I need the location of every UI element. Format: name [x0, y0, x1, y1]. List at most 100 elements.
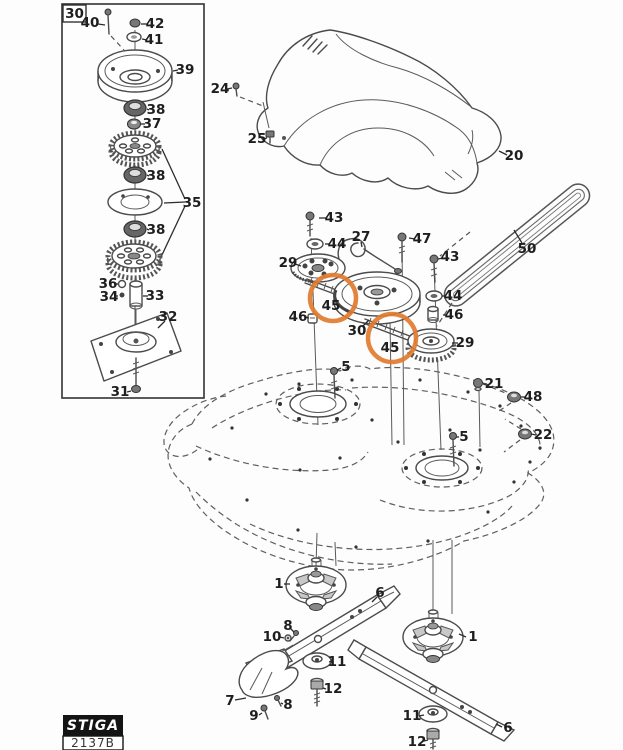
part-label-38: 38	[147, 102, 166, 118]
clip-46-left	[307, 313, 318, 324]
part-label-21: 21	[485, 376, 504, 392]
part-label-44: 44	[328, 236, 347, 252]
leader-line-43	[437, 257, 444, 260]
mount-plate-32	[90, 312, 182, 382]
assembly-number-label: 30	[65, 6, 84, 22]
leader-line-22	[530, 433, 537, 436]
part-label-6: 6	[503, 720, 512, 736]
leader-line-12	[322, 687, 327, 690]
part-label-22: 22	[534, 427, 553, 443]
part-label-35: 35	[183, 195, 202, 211]
leader-line-1	[458, 633, 467, 638]
part-label-39: 39	[176, 62, 195, 78]
part-label-45: 45	[322, 298, 341, 314]
washer-44-right	[425, 290, 443, 302]
screw-24	[232, 82, 264, 107]
part-label-5: 5	[341, 359, 350, 375]
blade-right	[347, 639, 516, 742]
part-label-40: 40	[81, 15, 100, 31]
part-label-10: 10	[263, 629, 282, 645]
part-label-6: 6	[375, 585, 384, 601]
highlight-circle-2	[365, 311, 419, 365]
leader-line-31	[126, 390, 132, 393]
part-label-38: 38	[147, 168, 166, 184]
disc-plate	[107, 188, 163, 216]
ball-34	[119, 292, 125, 298]
leader-line-27	[360, 241, 363, 248]
part-label-8: 8	[283, 697, 292, 713]
blade-hub-left	[285, 557, 347, 611]
bolt-12-left	[310, 677, 324, 707]
leader-line-38	[146, 108, 150, 111]
leader-line-50	[513, 229, 523, 244]
part-label-41: 41	[145, 32, 164, 48]
bolt-12-right	[426, 727, 440, 750]
bolt-21	[473, 378, 509, 448]
sleeve-33	[129, 280, 143, 332]
deck-spindle-left	[275, 383, 361, 425]
leader-line-47	[408, 237, 416, 240]
belt-cover	[232, 29, 502, 194]
part-label-34: 34	[100, 289, 119, 305]
part-label-44: 44	[444, 288, 463, 304]
washer-44-left	[306, 238, 324, 250]
bolt-43-left	[305, 211, 315, 237]
leader-line-6	[371, 596, 378, 603]
bolt-9	[260, 704, 269, 720]
bolt-8-upper	[289, 630, 299, 642]
bushing-46-right	[427, 305, 439, 323]
part-label-50: 50	[518, 241, 537, 257]
spindle-hardware	[330, 367, 532, 467]
leader-line-39	[172, 69, 179, 72]
gear-upper	[108, 130, 162, 168]
part-label-30: 30	[348, 323, 367, 339]
bolt-47	[397, 232, 407, 263]
part-label-1: 1	[274, 576, 283, 592]
bearing-38-bottom	[123, 220, 147, 238]
part-label-31: 31	[111, 384, 130, 400]
part-label-11: 11	[403, 708, 422, 724]
part-label-47: 47	[413, 231, 432, 247]
leader-line-8	[290, 628, 295, 633]
bolt-40	[104, 8, 125, 51]
pulley-39	[97, 49, 173, 103]
bolt-31	[131, 357, 141, 393]
leader-line-10	[279, 636, 285, 639]
part-label-33: 33	[146, 288, 165, 304]
part-label-8: 8	[283, 618, 292, 634]
leader-line-38	[146, 174, 150, 177]
leader-line-41	[141, 38, 148, 41]
leader-line-6	[495, 723, 503, 728]
blade-assemblies	[238, 532, 516, 750]
bolt-8-lower	[274, 695, 282, 707]
part-label-12: 12	[408, 734, 427, 750]
leader-line-40	[97, 23, 106, 26]
mulching-blade-7	[238, 644, 299, 698]
blade-hub-right	[402, 609, 464, 663]
spacer-37	[126, 118, 142, 130]
callout-35-bracket	[160, 148, 186, 258]
deck-holes	[208, 378, 542, 549]
leader-line-30	[361, 319, 370, 328]
leader-line-29	[294, 263, 302, 267]
deck-spindle-right	[401, 448, 483, 488]
part-label-25: 25	[248, 131, 267, 147]
leader-line-32	[157, 320, 166, 329]
part-label-43: 43	[325, 210, 344, 226]
highlight-circles	[307, 272, 419, 365]
part-label-27: 27	[352, 229, 371, 245]
brand-logo: STIGA 2137B	[62, 715, 124, 750]
part-label-12: 12	[324, 681, 343, 697]
washer-11-right	[418, 705, 448, 723]
bolt-5-right	[449, 432, 457, 467]
bearing-38-top	[123, 99, 147, 117]
nut-48	[495, 391, 521, 414]
brand-name: STIGA	[67, 718, 119, 734]
part-label-24: 24	[211, 81, 230, 97]
leader-line-11	[328, 660, 333, 663]
part-label-11: 11	[328, 654, 347, 670]
part-label-48: 48	[524, 389, 543, 405]
